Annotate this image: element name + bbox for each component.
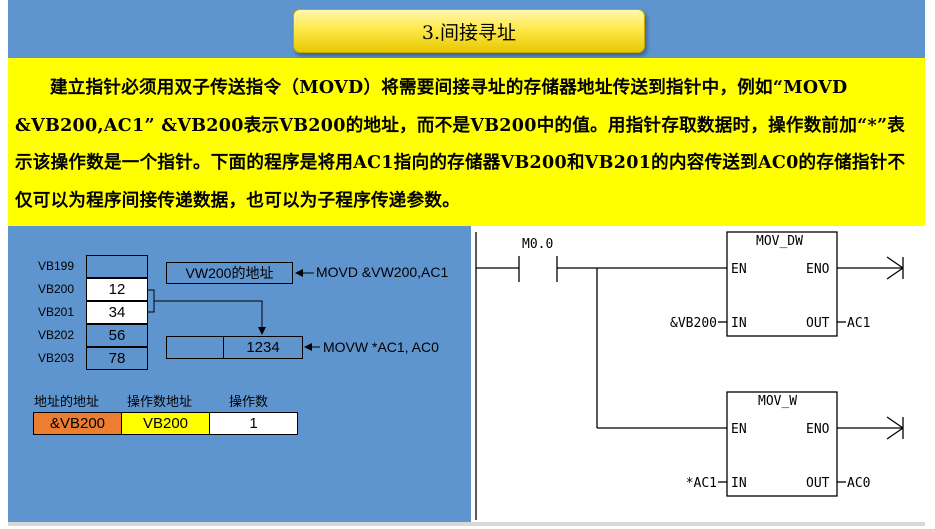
block1-out-operand: AC1	[847, 316, 870, 331]
contact-label: M0.0	[522, 237, 553, 252]
bottom-shadow	[8, 522, 925, 526]
block1-in: IN	[731, 316, 747, 331]
paragraph-box	[8, 58, 925, 226]
memory-cell	[86, 255, 148, 278]
memory-label: VB203	[38, 351, 75, 365]
paragraph-text: 建立指针必须用双子传送指令（MOVD）将需要间接寻址的存储器地址传送到指针中，例…	[15, 78, 906, 211]
summary-value-address-of-address: &VB200	[33, 412, 122, 435]
memory-cell: 56	[86, 324, 148, 347]
block2-out: OUT	[806, 476, 830, 491]
memory-label: VB199	[38, 259, 75, 273]
block1-name: MOV_DW	[756, 234, 803, 249]
summary-value-operand-address: VB200	[121, 412, 210, 435]
block1-eno: ENO	[806, 262, 830, 277]
slide-title: 3.间接寻址	[293, 9, 645, 53]
ladder-diagram-panel	[471, 226, 925, 522]
block1-en: EN	[731, 262, 747, 277]
block2-out-operand: AC0	[847, 476, 870, 491]
block1-in-operand: &VB200	[670, 316, 717, 331]
movd-instruction: MOVD &VW200,AC1	[316, 264, 449, 280]
memory-cell: 78	[86, 347, 148, 370]
memory-cell: 34	[86, 301, 148, 324]
memory-label: VB202	[38, 328, 75, 342]
summary-header: 操作数地址	[127, 394, 193, 409]
data-arrow	[148, 289, 262, 334]
block2-eno: ENO	[806, 422, 830, 437]
block2-in-operand: *AC1	[686, 476, 717, 491]
summary-value-operand: 1	[209, 412, 298, 435]
block2-name: MOV_W	[758, 394, 797, 409]
movw-instruction: MOVW *AC1, AC0	[323, 339, 439, 355]
block2-en: EN	[731, 422, 747, 437]
pointer-box: VW200的地址	[166, 262, 293, 284]
memory-label: VB200	[38, 282, 75, 296]
memory-cell: 12	[86, 278, 148, 301]
memory-label: VB201	[38, 305, 75, 319]
summary-header: 地址的地址	[34, 394, 100, 409]
block2-in: IN	[731, 476, 747, 491]
summary-header: 操作数	[229, 394, 269, 409]
block1-out: OUT	[806, 316, 830, 331]
